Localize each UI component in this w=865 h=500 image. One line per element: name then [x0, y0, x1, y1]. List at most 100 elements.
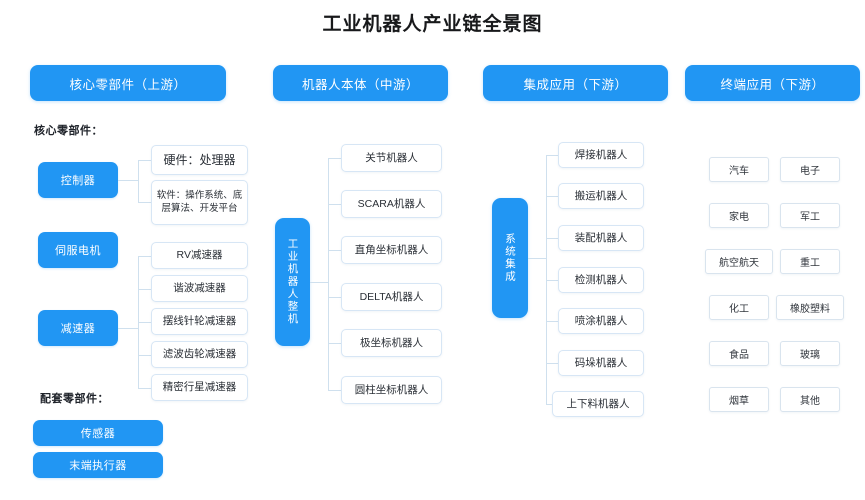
chip-application-tobacco[interactable]: 烟草: [709, 387, 769, 412]
chip-application-heavy-industry-label: 重工: [800, 258, 820, 269]
connector-reducer-stub: [118, 328, 138, 329]
node-robot-body-hub-label: 工业机器人整机: [286, 238, 299, 326]
card-reducer-rv[interactable]: RV减速器: [151, 242, 248, 269]
node-servo-motor-label: 伺服电机: [55, 245, 101, 257]
node-system-integration-hub[interactable]: 系统集成: [492, 198, 528, 318]
chip-application-food[interactable]: 食品: [709, 341, 769, 366]
card-loading-robot[interactable]: 上下料机器人: [552, 391, 644, 417]
card-cartesian-robot[interactable]: 直角坐标机器人: [341, 236, 442, 264]
card-controller-software[interactable]: 软件：操作系统、底层算法、开发平台: [151, 180, 248, 225]
caption-core-parts: 核心零部件：: [34, 125, 103, 137]
card-scara-robot-label: SCARA机器人: [357, 197, 426, 210]
chip-application-automotive[interactable]: 汽车: [709, 157, 769, 182]
card-controller-software-label: 软件：操作系统、底层算法、开发平台: [156, 189, 243, 214]
chip-application-chemical-label: 化工: [729, 304, 749, 315]
chip-application-aerospace[interactable]: 航空航天: [705, 249, 773, 274]
card-assembly-robot[interactable]: 装配机器人: [558, 225, 644, 251]
card-polar-robot-label: 极坐标机器人: [360, 336, 423, 349]
chip-application-glass[interactable]: 玻璃: [780, 341, 840, 366]
connector-downstream-2: [546, 196, 558, 197]
card-cylindrical-robot-label: 圆柱坐标机器人: [354, 383, 429, 396]
stage-header-downstream[interactable]: 集成应用（下游）: [483, 65, 668, 101]
node-robot-body-hub[interactable]: 工业机器人整机: [275, 218, 310, 346]
connector-midstream-6: [328, 390, 341, 391]
connector-controller-stub: [118, 180, 138, 181]
card-reducer-rv-label: RV减速器: [176, 249, 223, 262]
stage-header-applications[interactable]: 终端应用（下游）: [685, 65, 860, 101]
chip-application-other[interactable]: 其他: [780, 387, 840, 412]
node-controller[interactable]: 控制器: [38, 162, 118, 198]
chip-application-home-appliance-label: 家电: [729, 212, 749, 223]
card-reducer-planetary[interactable]: 精密行星减速器: [151, 374, 248, 401]
stage-header-upstream-label: 核心零部件（上游）: [69, 77, 187, 92]
chip-application-military[interactable]: 军工: [780, 203, 840, 228]
connector-reducer-1: [138, 256, 151, 257]
chip-application-chemical[interactable]: 化工: [709, 295, 769, 320]
connector-controller-hardware: [138, 160, 151, 161]
card-welding-robot-label: 焊接机器人: [574, 148, 628, 161]
card-palletizing-robot[interactable]: 码垛机器人: [558, 350, 644, 376]
connector-midstream-5: [328, 343, 341, 344]
connector-downstream-4: [546, 280, 558, 281]
chip-application-electronics[interactable]: 电子: [780, 157, 840, 182]
card-articulated-robot-label: 关节机器人: [365, 151, 418, 164]
connector-downstream-stub: [528, 258, 546, 259]
node-sensor-label: 传感器: [80, 428, 116, 440]
connector-midstream-2: [328, 204, 341, 205]
connector-downstream-3: [546, 238, 558, 239]
card-reducer-harmonic[interactable]: 谐波减速器: [151, 275, 248, 302]
card-controller-hardware[interactable]: 硬件：处理器: [151, 145, 248, 175]
card-cylindrical-robot[interactable]: 圆柱坐标机器人: [341, 376, 442, 404]
card-painting-robot[interactable]: 喷涂机器人: [558, 308, 644, 334]
card-reducer-cycloidal[interactable]: 摆线针轮减速器: [151, 308, 248, 335]
connector-midstream-stub: [310, 282, 328, 283]
chip-application-military-label: 军工: [800, 212, 820, 223]
card-delta-robot[interactable]: DELTA机器人: [341, 283, 442, 311]
connector-midstream-1: [328, 158, 341, 159]
connector-reducer-3: [138, 322, 151, 323]
card-polar-robot[interactable]: 极坐标机器人: [341, 329, 442, 357]
node-reducer-label: 减速器: [60, 323, 96, 335]
card-articulated-robot[interactable]: 关节机器人: [341, 144, 442, 172]
chip-application-rubber-plastic[interactable]: 橡胶塑料: [776, 295, 844, 320]
connector-midstream-3: [328, 250, 341, 251]
page-title: 工业机器人产业链全景图: [322, 14, 543, 35]
card-reducer-gear[interactable]: 滤波齿轮减速器: [151, 341, 248, 368]
stage-header-midstream[interactable]: 机器人本体（中游）: [273, 65, 448, 101]
chip-application-home-appliance[interactable]: 家电: [709, 203, 769, 228]
card-palletizing-robot-label: 码垛机器人: [574, 356, 628, 369]
card-handling-robot[interactable]: 搬运机器人: [558, 183, 644, 209]
node-servo-motor[interactable]: 伺服电机: [38, 232, 118, 268]
node-reducer[interactable]: 减速器: [38, 310, 118, 346]
card-scara-robot[interactable]: SCARA机器人: [341, 190, 442, 218]
card-delta-robot-label: DELTA机器人: [359, 290, 424, 303]
card-cartesian-robot-label: 直角坐标机器人: [354, 243, 429, 256]
node-controller-label: 控制器: [60, 175, 96, 187]
node-end-effector-label: 末端执行器: [69, 460, 127, 472]
card-inspection-robot[interactable]: 检测机器人: [558, 267, 644, 293]
connector-downstream-6: [546, 363, 558, 364]
card-loading-robot-label: 上下料机器人: [566, 397, 630, 410]
node-end-effector[interactable]: 末端执行器: [33, 452, 163, 478]
caption-support-parts: 配套零部件：: [40, 393, 109, 405]
chip-application-other-label: 其他: [800, 396, 820, 407]
chip-application-heavy-industry[interactable]: 重工: [780, 249, 840, 274]
card-handling-robot-label: 搬运机器人: [574, 189, 628, 202]
connector-controller-spine: [138, 160, 139, 202]
chip-application-glass-label: 玻璃: [800, 350, 820, 361]
stage-header-applications-label: 终端应用（下游）: [720, 77, 825, 92]
stage-header-upstream[interactable]: 核心零部件（上游）: [30, 65, 226, 101]
card-reducer-harmonic-label: 谐波减速器: [173, 282, 226, 295]
stage-header-downstream-label: 集成应用（下游）: [523, 77, 628, 92]
card-welding-robot[interactable]: 焊接机器人: [558, 142, 644, 168]
card-inspection-robot-label: 检测机器人: [574, 273, 628, 286]
node-sensor[interactable]: 传感器: [33, 420, 163, 446]
card-assembly-robot-label: 装配机器人: [574, 231, 628, 244]
chip-application-tobacco-label: 烟草: [729, 396, 749, 407]
node-system-integration-hub-label: 系统集成: [504, 233, 517, 283]
card-reducer-planetary-label: 精密行星减速器: [162, 381, 237, 394]
connector-midstream-4: [328, 297, 341, 298]
card-reducer-gear-label: 滤波齿轮减速器: [162, 348, 237, 361]
chip-application-electronics-label: 电子: [800, 166, 820, 177]
connector-downstream-spine: [546, 155, 547, 404]
